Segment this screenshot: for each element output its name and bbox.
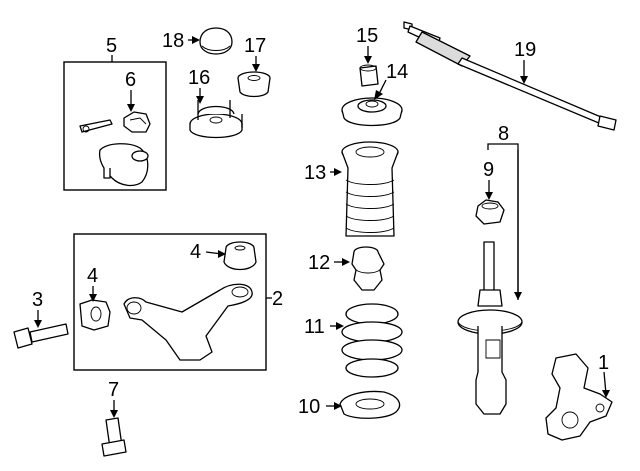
callout-4-left: 4	[87, 265, 98, 287]
ball-joint-assembly	[79, 119, 149, 187]
callout-4-upper: 4	[190, 241, 201, 263]
callout-12: 12	[308, 252, 330, 274]
control-arm-bushing-left	[79, 299, 111, 331]
control-arm-bolt	[13, 323, 69, 349]
strut-nut	[475, 199, 505, 225]
strut-bearing-bushing	[359, 64, 379, 87]
callout-17: 17	[244, 35, 266, 57]
control-arm-bushing-upper	[223, 241, 257, 271]
callout-11: 11	[304, 316, 325, 338]
callout-13: 13	[304, 162, 326, 184]
callout-1: 1	[598, 352, 609, 374]
coil-spring	[341, 303, 403, 378]
callout-10: 10	[298, 396, 320, 418]
steering-knuckle	[545, 353, 613, 441]
callout-14: 14	[386, 61, 408, 83]
group-box-5	[63, 61, 167, 191]
callout-8: 8	[498, 123, 509, 145]
ball-joint-nut	[123, 111, 151, 133]
knuckle-bolt	[101, 417, 127, 457]
upper-spring-seat	[341, 97, 403, 127]
callout-16: 16	[188, 67, 210, 89]
group-box-2	[73, 233, 267, 371]
mount-cap	[199, 27, 233, 55]
callout-7: 7	[108, 379, 119, 401]
lower-spring-insulator	[339, 390, 401, 419]
callout-6: 6	[125, 69, 136, 91]
strut-tower-brace	[403, 21, 617, 131]
lower-control-arm	[123, 283, 253, 361]
callout-3: 3	[32, 289, 43, 311]
callout-18: 18	[162, 30, 184, 52]
callout-9: 9	[483, 159, 494, 181]
callout-2: 2	[272, 288, 283, 310]
strut	[457, 241, 523, 415]
leader-lines	[34, 36, 610, 418]
dust-boot	[341, 141, 399, 237]
strut-mount	[189, 100, 243, 139]
mount-bushing	[237, 71, 271, 98]
callout-15: 15	[356, 25, 378, 47]
callout-5: 5	[106, 35, 117, 57]
bump-stop	[351, 246, 385, 291]
callout-19: 19	[514, 39, 536, 61]
